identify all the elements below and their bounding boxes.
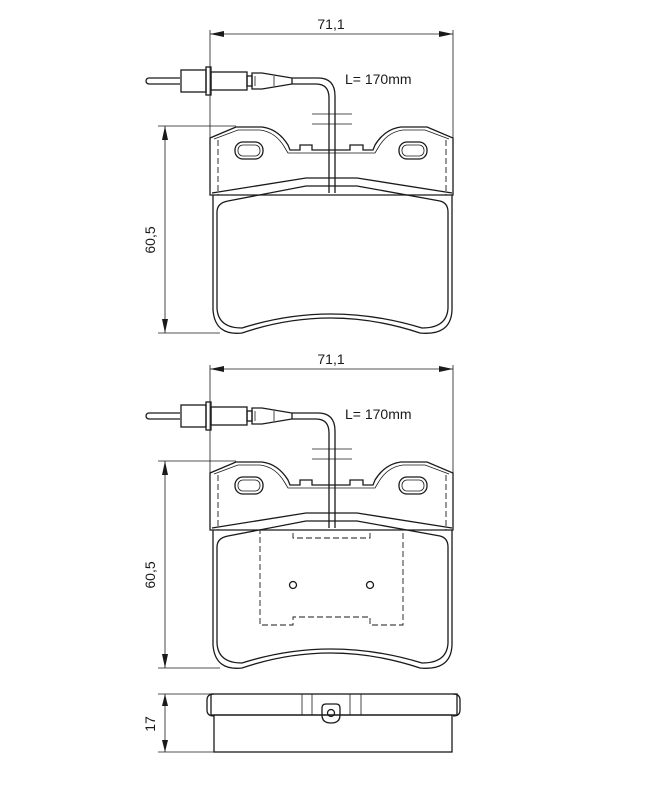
- thickness-dimension-label: 17: [142, 716, 158, 732]
- side-view: [158, 693, 461, 753]
- mounting-hole: [365, 580, 375, 590]
- height-dimension-label: 60,5: [142, 561, 158, 588]
- cable-length-label: L= 170mm: [345, 406, 412, 422]
- mounting-hole: [288, 580, 298, 590]
- height-dimension-label: 60,5: [142, 226, 158, 253]
- width-dimension-label: 71,1: [317, 16, 344, 32]
- cable-length-label: L= 170mm: [345, 71, 412, 87]
- back-view: [145, 364, 454, 669]
- sensor-clip: [321, 703, 341, 724]
- width-dimension-label: 71,1: [317, 351, 344, 367]
